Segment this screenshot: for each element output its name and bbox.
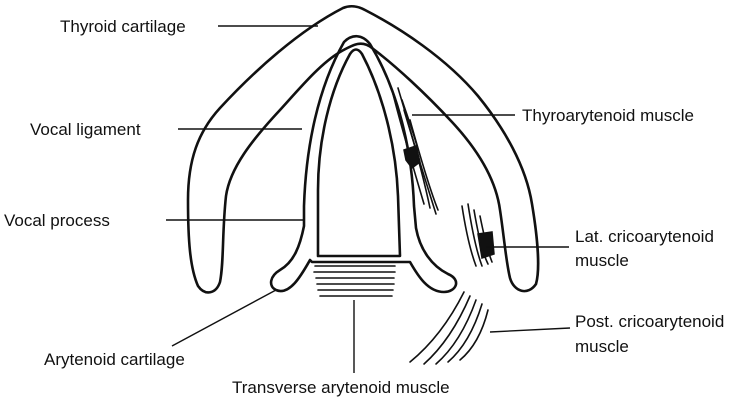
label-lat-cricoarytenoid-line1: Lat. cricoarytenoid [575,227,714,246]
label-thyroarytenoid-muscle: Thyroarytenoid muscle [522,106,694,125]
label-vocal-ligament: Vocal ligament [30,120,141,139]
label-post-cricoarytenoid-line1: Post. cricoarytenoid [575,312,724,331]
label-lat-cricoarytenoid-line2: muscle [575,251,629,270]
label-arytenoid-cartilage: Arytenoid cartilage [44,350,185,369]
label-post-cricoarytenoid-line2: muscle [575,337,629,356]
leader-post-cricoarytenoid [490,328,570,332]
label-vocal-process: Vocal process [4,211,110,230]
transverse-arytenoid-fibres [314,266,395,296]
leader-arytenoid-cartilage [172,290,276,346]
post-cricoarytenoid-fibres [410,292,488,364]
label-thyroid-cartilage: Thyroid cartilage [60,17,186,36]
lat-cricoarytenoid-fibres [462,204,494,266]
arytenoid-outline [271,36,456,292]
label-transverse-arytenoid-muscle: Transverse arytenoid muscle [232,378,450,397]
